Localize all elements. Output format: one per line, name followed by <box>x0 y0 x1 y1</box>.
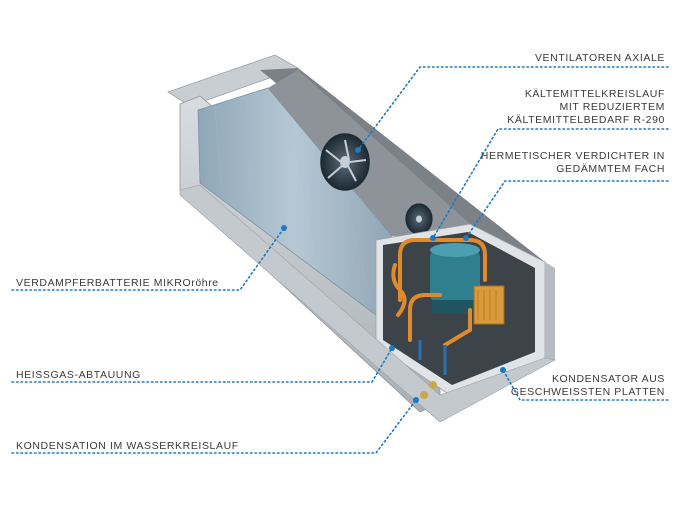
copper-piping <box>391 238 487 347</box>
label-hotgas: HEISSGAS-ABTAUUNG <box>16 369 141 382</box>
label-condenser: KONDENSATOR AUS GESCHWEISSTEN PLATTEN <box>511 373 665 399</box>
dot-fan <box>355 147 361 153</box>
label-evaporator-line1: VERDAMPFERBATTERIE MIKROröhre <box>16 277 219 289</box>
label-fan: VENTILATOREN AXIALE <box>535 52 665 65</box>
leader-lines <box>11 66 669 454</box>
unit-illustration <box>167 54 556 423</box>
label-refrigerant: KÄLTEMITTELKREISLAUF MIT REDUZIERTEM KÄL… <box>507 88 665 127</box>
label-condensation: KONDENSATION IM WASSERKREISLAUF <box>16 440 239 453</box>
leader-dots <box>281 147 506 403</box>
dot-evaporator <box>281 225 287 231</box>
fan-2 <box>405 203 433 235</box>
leader-fan <box>357 66 669 151</box>
label-condenser-line1: KONDENSATOR AUS <box>551 373 665 385</box>
fittings <box>420 381 437 399</box>
leader-condensation <box>11 399 417 454</box>
right-side-panel <box>545 262 555 362</box>
label-refrigerant-line1: KÄLTEMITTELKREISLAUF <box>524 88 665 100</box>
label-condenser-line2: GESCHWEISSTEN PLATTEN <box>510 386 665 398</box>
fan-1 <box>320 133 370 191</box>
label-refrigerant-line3: KÄLTEMITTELBEDARF R-290 <box>507 114 665 126</box>
water-piping <box>418 340 447 375</box>
label-evaporator: VERDAMPFERBATTERIE MIKROröhre <box>16 277 219 290</box>
dot-compressor <box>463 235 469 241</box>
label-compressor-line2: GEDÄMMTEM FACH <box>556 163 665 175</box>
dot-condenser <box>500 367 506 373</box>
compressor <box>430 243 480 314</box>
label-compressor: HERMETISCHER VERDICHTER IN GEDÄMMTEM FAC… <box>481 150 665 176</box>
leader-condenser <box>502 369 669 401</box>
label-condensation-line1: KONDENSATION IM WASSERKREISLAUF <box>16 440 239 452</box>
label-refrigerant-line2: MIT REDUZIERTEM <box>559 101 665 113</box>
label-compressor-line1: HERMETISCHER VERDICHTER IN <box>480 150 665 162</box>
leader-hotgas <box>11 347 393 383</box>
base-plate <box>179 184 556 423</box>
label-fan-line1: VENTILATOREN AXIALE <box>534 52 665 64</box>
dot-refrigerant <box>430 235 436 241</box>
leader-compressor <box>465 180 669 239</box>
plate-condenser <box>473 285 505 325</box>
dot-hotgas <box>389 345 395 351</box>
label-hotgas-line1: HEISSGAS-ABTAUUNG <box>16 369 141 381</box>
dot-condensation <box>413 397 419 403</box>
leader-evaporator <box>11 227 285 291</box>
